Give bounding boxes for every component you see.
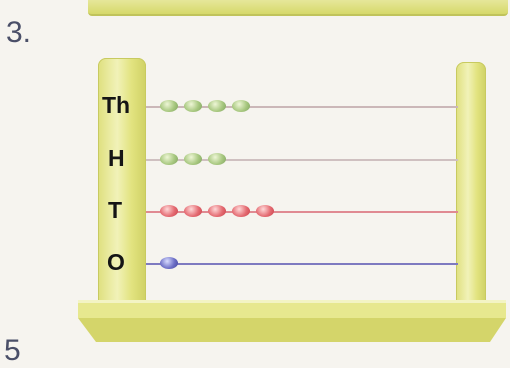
bead-tens-5 <box>256 205 274 217</box>
bead-hundreds-1 <box>160 153 178 165</box>
bead-hundreds-2 <box>184 153 202 165</box>
bead-thousands-1 <box>160 100 178 112</box>
rod-ones <box>146 263 458 265</box>
bead-thousands-2 <box>184 100 202 112</box>
bead-tens-3 <box>208 205 226 217</box>
bead-thousands-4 <box>232 100 250 112</box>
rod-label-ones: O <box>107 249 125 276</box>
bead-tens-4 <box>232 205 250 217</box>
bead-thousands-3 <box>208 100 226 112</box>
rod-label-tens: T <box>108 197 122 224</box>
next-question-number: 5 <box>4 334 21 368</box>
bead-hundreds-3 <box>208 153 226 165</box>
bead-tens-1 <box>160 205 178 217</box>
bead-ones-1 <box>160 257 178 269</box>
abacus-base <box>78 300 506 342</box>
rod-label-thousands: Th <box>102 92 130 119</box>
rod-label-hundreds: H <box>108 145 125 172</box>
abacus-right-post <box>456 62 486 307</box>
bead-tens-2 <box>184 205 202 217</box>
abacus: Th H T O <box>0 0 510 356</box>
